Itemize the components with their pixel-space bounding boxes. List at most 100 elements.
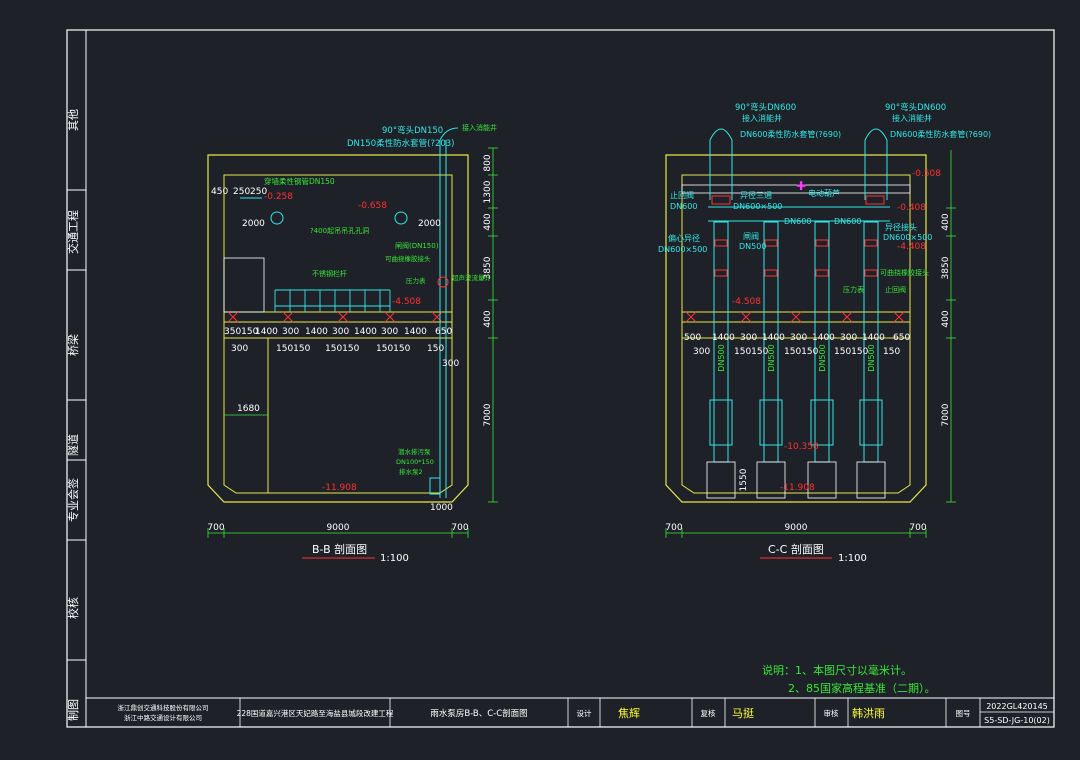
bb-scale: 1:100: [380, 553, 409, 564]
cc-rdim-400b: 400: [941, 310, 951, 327]
cc-label-reducer: 偏心异径: [668, 233, 700, 243]
bb-label-sump-spec: DN100*150: [396, 458, 434, 466]
cc-title: C-C 剖面图: [768, 542, 824, 556]
bb-elev-11908: -11.908: [322, 483, 357, 493]
cc-riser-left: [709, 128, 733, 200]
bb-row1-7: 1400: [404, 327, 427, 337]
bb-bdim-9000: 9000: [327, 523, 350, 533]
cc-elev-11908: -11.908: [780, 483, 815, 493]
bb-title: B-B 剖面图: [312, 542, 367, 556]
bb-dim-1000: 1000: [430, 503, 453, 513]
note-line-1: 说明：1、本图尺寸以毫米计。: [762, 663, 912, 677]
cc-label-dn600a: DN600: [784, 217, 811, 226]
checker-signature: 马挺: [732, 706, 754, 720]
cc-row1-7: 1400: [862, 333, 885, 343]
bb-dim-250b: 250: [250, 187, 267, 197]
cc-row2-2: 150150: [784, 347, 819, 357]
bb-label-flow-meter: 超声波流量计: [452, 273, 492, 282]
cc-row1-4: 300: [790, 333, 807, 343]
cc-pump-pipe-label-3: DN500: [818, 344, 827, 371]
cc-row2-4: 150: [883, 347, 900, 357]
cc-row2-0: 300: [693, 347, 710, 357]
cc-elev-4408: -4.408: [897, 242, 926, 252]
cc-row1-3: 1400: [762, 333, 785, 343]
cc-elev-0408: -0.408: [897, 203, 926, 213]
bb-bottom-dim-line: [207, 528, 469, 538]
bb-rdim-400a: 400: [483, 213, 493, 230]
bb-label-pressure-gauge: 压力表: [406, 276, 426, 285]
bb-dim-1680: 1680: [237, 404, 260, 414]
side-tab-strip: 其他 交通工程 桥梁 隧道 专业会签 校核 制图: [66, 30, 87, 727]
bb-row1-1: 1400: [255, 327, 278, 337]
cc-header-pipe: [708, 206, 890, 222]
bb-outer-wall: [207, 154, 469, 503]
bb-bdim-700a: 700: [207, 523, 224, 533]
cc-label-rev-reducer: 异径接头: [885, 222, 917, 232]
cc-label-dn600b: DN600: [834, 217, 861, 226]
cc-row1-5: 1400: [812, 333, 835, 343]
cc-label-to-well1: 接入消能井: [742, 113, 782, 123]
review-label: 审核: [824, 708, 839, 718]
cc-rdim-400a: 400: [941, 213, 951, 230]
bb-row1-2: 300: [282, 327, 299, 337]
cc-elev-10358: -10.358: [784, 442, 819, 452]
side-tab-bridge: 桥梁: [66, 334, 80, 356]
bb-elev-0658: -0.658: [358, 201, 387, 211]
bb-hoist-hole-left: [270, 211, 284, 225]
cc-elev-4508: -4.508: [732, 297, 761, 307]
bb-hoist-hole-right: [394, 211, 408, 225]
cc-rdim-3850: 3850: [941, 256, 951, 279]
cc-label-elbow1: 90°弯头DN600: [735, 102, 796, 113]
cc-row1-0: 500: [684, 333, 701, 343]
cc-bdim-700a: 700: [665, 523, 682, 533]
cc-elev-0508: -0.508: [912, 169, 941, 179]
title-block: [86, 697, 1054, 727]
bb-dim-300: 300: [442, 359, 459, 369]
cc-top-slab: [681, 184, 911, 194]
side-tab-check: 校核: [66, 597, 80, 619]
side-tab-countersign: 专业会签: [66, 478, 80, 522]
bb-rdim-1300: 1300: [483, 180, 493, 203]
bb-row1-6: 300: [381, 327, 398, 337]
bb-label-pipe: DN150柔性防水套管(?203): [347, 138, 455, 149]
note-line-2: 2、85国家高程基准（二期）。: [788, 681, 936, 695]
bb-discharge-pipe: [439, 127, 459, 498]
cc-label-hoist: 电动葫芦: [808, 188, 840, 198]
side-tab-traffic: 交通工程: [66, 210, 80, 254]
bb-right-dim-line: [488, 147, 498, 503]
cc-bdim-700b: 700: [909, 523, 926, 533]
drawing-no-label: 图号: [956, 709, 971, 718]
bb-valve: [437, 276, 449, 288]
cc-hoist-icon: ✚: [796, 179, 806, 193]
bb-row2-0: 300: [231, 344, 248, 354]
cc-row1-6: 300: [840, 333, 857, 343]
bb-label-sump-spec2: 排水泵2: [399, 467, 423, 476]
bb-dim-250a: 250: [233, 187, 250, 197]
cc-label-elbow2: 90°弯头DN600: [885, 102, 946, 113]
bb-label-hoist-hole: ?400起吊吊孔孔洞: [310, 226, 369, 235]
cc-label-rev-reducer-spec: DN600×500: [883, 233, 932, 242]
cc-hatch-marks: [685, 311, 905, 323]
cc-riser-right: [864, 128, 888, 200]
cc-row2-1: 150150: [734, 347, 769, 357]
bb-label-check-valve: 可曲挠橡胶接头: [385, 254, 431, 263]
cc-label-gate: 闸阀: [743, 232, 759, 241]
drawing-number-1: 2022GL420145: [986, 702, 1048, 711]
bb-row2-4: 150: [427, 344, 444, 354]
cc-label-flex: 可曲挠橡胶接头: [880, 268, 929, 277]
cc-side-dim-1550: 1550: [739, 468, 749, 491]
bb-label-sump-pump: 潜水排污泵: [398, 447, 431, 456]
bb-hatch-marks: [227, 311, 443, 323]
cc-bdim-9000: 9000: [785, 523, 808, 533]
cc-outer-wall: [665, 154, 927, 503]
cc-label-to-well2: 接入消能井: [892, 113, 932, 123]
cc-pump-pipe-label-1: DN500: [717, 344, 726, 371]
company-name-2: 浙江中路交通设计有限公司: [124, 713, 202, 722]
bb-row1-0: 350150: [224, 327, 259, 337]
side-tab-tunnel: 隧道: [66, 434, 80, 456]
project-name: 228国道嘉兴港区天妃路至海盐县城段改建工程: [237, 708, 394, 718]
cc-pump-bases: [706, 461, 886, 499]
cc-label-pipe1: DN600柔性防水套管(?690): [740, 129, 841, 139]
side-tab-other: 其他: [67, 109, 80, 131]
bb-slab: [223, 311, 453, 323]
